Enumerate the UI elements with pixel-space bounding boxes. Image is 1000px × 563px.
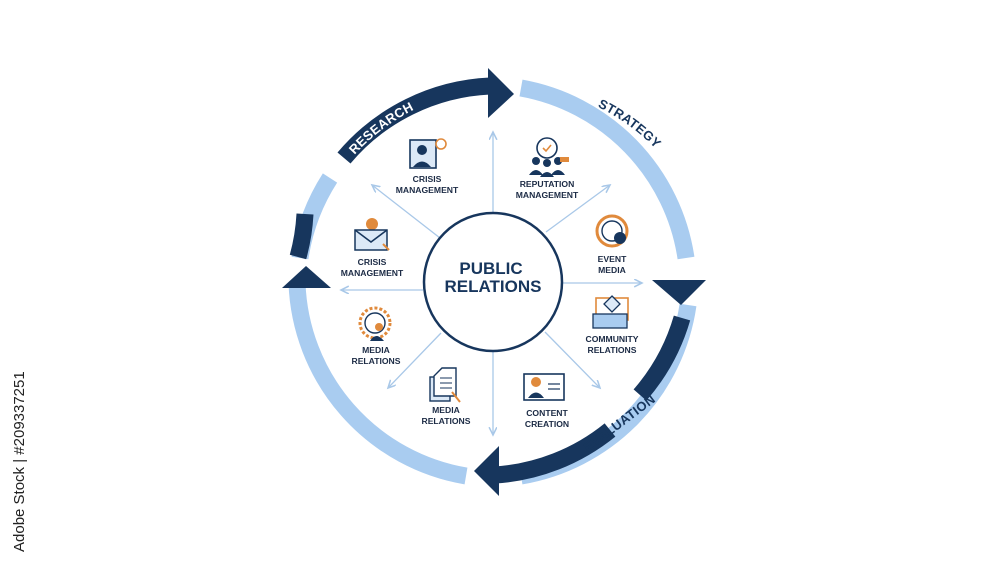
content-label-1: CONTENT	[526, 408, 568, 418]
event-media-label-2: MEDIA	[598, 265, 626, 275]
community-relations-icon	[592, 295, 629, 329]
center-circle	[422, 211, 564, 353]
event-media-icon	[595, 214, 629, 248]
reputation-label-2: MANAGEMENT	[516, 190, 579, 200]
media-left-label-2: RELATIONS	[351, 356, 400, 366]
svg-text:Adobe Stock | #209337251: Adobe Stock | #209337251	[11, 371, 28, 552]
media-relations-badge-icon	[358, 306, 392, 341]
cycle-ring-dark	[289, 77, 691, 484]
stock-watermark: Adobe Stock | #209337251	[11, 371, 28, 552]
center-title-line1: PUBLIC	[459, 259, 522, 278]
radial-arrows	[341, 132, 642, 435]
crisis-top-label-2: MANAGEMENT	[396, 185, 459, 195]
event-media-label-1: EVENT	[598, 254, 627, 264]
community-label-1: COMMUNITY	[586, 334, 639, 344]
item-labels: CRISIS MANAGEMENT REPUTATION MANAGEMENT …	[341, 174, 639, 429]
media-relations-document-icon	[429, 367, 461, 403]
research-arrowhead	[488, 68, 514, 118]
content-label-2: CREATION	[525, 419, 569, 429]
media-bottom-label-2: RELATIONS	[421, 416, 470, 426]
evaluation-label: EVALUATION	[581, 391, 658, 454]
strategy-arrowhead	[652, 280, 706, 305]
media-left-label-1: MEDIA	[362, 345, 390, 355]
content-creation-icon	[523, 373, 565, 401]
crisis-left-label-1: CRISIS	[358, 257, 387, 267]
community-label-2: RELATIONS	[587, 345, 636, 355]
research-label: RESEARCH	[346, 99, 416, 157]
research-start-arrowhead	[282, 266, 331, 288]
crisis-top-label-1: CRISIS	[413, 174, 442, 184]
media-bottom-label-1: MEDIA	[432, 405, 460, 415]
crisis-management-icon	[409, 138, 447, 169]
crisis-management-envelope-icon	[354, 218, 390, 251]
evaluation-arrowhead	[474, 446, 499, 496]
crisis-left-label-2: MANAGEMENT	[341, 268, 404, 278]
reputation-label-1: REPUTATION	[520, 179, 575, 189]
reputation-management-icon	[529, 137, 569, 177]
center-title-line2: RELATIONS	[445, 277, 542, 296]
